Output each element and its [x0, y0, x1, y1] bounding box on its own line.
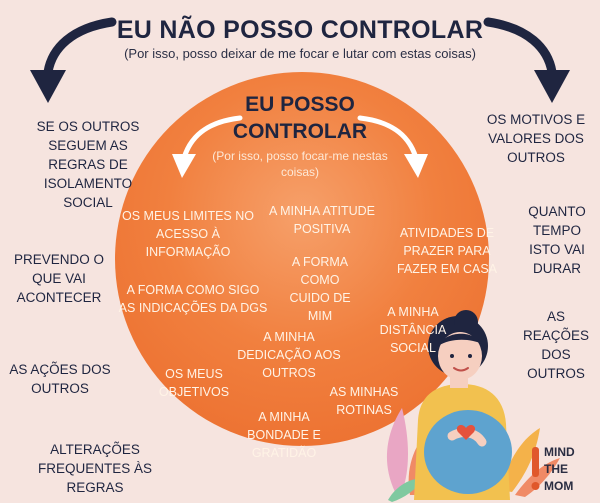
outer-left-arrow-icon: [30, 17, 117, 103]
inner-item-activities: ATIVIDADES DE PRAZER PARA FAZER EM CASA: [396, 226, 498, 276]
outer-item-predicting: PREVENDO O QUE VAI ACONTECER: [13, 252, 105, 305]
inner-item-limits: OS MEUS LIMITES NO ACESSO À INFORMAÇÃO: [122, 209, 254, 259]
mom-illustration: [414, 310, 512, 500]
brand-line-3: MOM: [544, 479, 574, 493]
inner-item-social-distance: A MINHA DISTÂNCIA SOCIAL: [379, 305, 447, 355]
inner-item-kindness: A MINHA BONDADE E GRATIDÃO: [247, 410, 321, 460]
inner-left-arrow-icon: [172, 115, 243, 178]
outer-item-others-actions: AS AÇÕES DOS OUTROS: [9, 362, 111, 396]
inner-subtitle: (Por isso, posso focar-me nestas coisas): [212, 149, 388, 179]
outer-item-duration: QUANTO TEMPO ISTO VAI DURAR: [528, 204, 586, 276]
inner-item-self-care: A FORMA COMO CUIDO DE MIM: [289, 255, 351, 323]
outer-item-isolation-rules: SE OS OUTROS SEGUEM AS REGRAS DE ISOLAME…: [36, 119, 140, 210]
brand-logo: MIND THE MOM: [544, 444, 575, 495]
brand-line-2: THE: [544, 462, 568, 476]
outer-item-others-reactions: AS REAÇÕES DOS OUTROS: [522, 309, 590, 381]
outer-title: EU NÃO POSSO CONTROLAR: [116, 16, 484, 44]
inner-item-routines: AS MINHAS ROTINAS: [329, 385, 399, 417]
outer-right-arrow-icon: [483, 17, 570, 103]
inner-item-attitude: A MINHA ATITUDE POSITIVA: [268, 204, 376, 236]
outer-item-motives: OS MOTIVOS E VALORES DOS OUTROS: [486, 112, 586, 165]
outer-subtitle: (Por isso, posso deixar de me focar e lu…: [124, 46, 476, 61]
brand-logo-icon: [531, 447, 540, 490]
inner-item-objectives: OS MEUS OBJETIVOS: [158, 367, 230, 399]
inner-right-arrow-icon: [357, 115, 428, 178]
controllable-circle: [115, 72, 489, 446]
outer-item-rule-changes: ALTERAÇÕES FREQUENTES ÀS REGRAS: [37, 442, 153, 495]
inner-item-dedication: A MINHA DEDICAÇÃO AOS OUTROS: [237, 330, 341, 380]
inner-title: EU POSSO CONTROLAR: [232, 93, 368, 143]
inner-item-dgs: A FORMA COMO SIGO AS INDICAÇÕES DA DGS: [118, 283, 268, 315]
brand-line-1: MIND: [544, 445, 575, 459]
